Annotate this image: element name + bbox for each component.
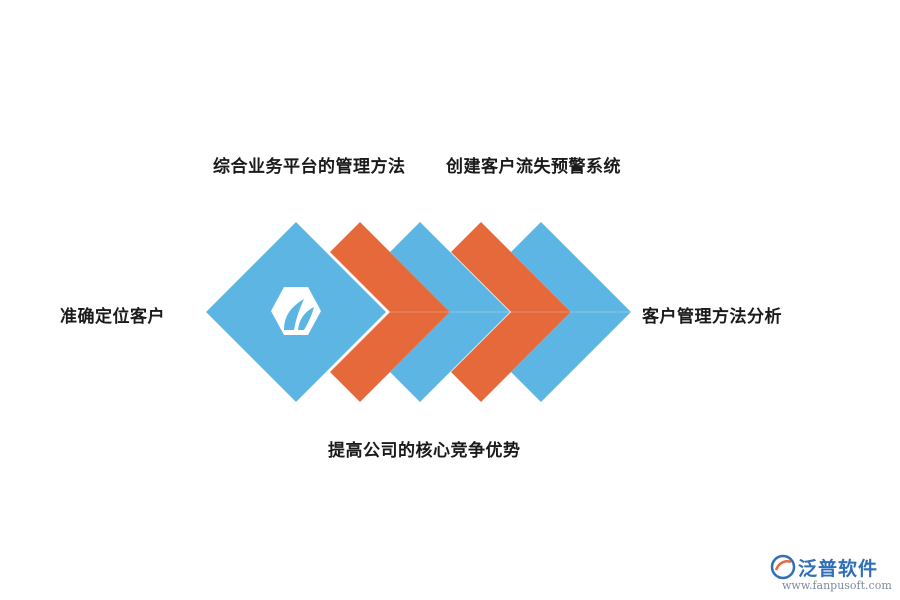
- chevron-4: [511, 222, 631, 402]
- fanpu-logo-icon: [770, 554, 796, 580]
- label-top-right: 创建客户流失预警系统: [446, 157, 621, 177]
- chevron-3: [451, 222, 571, 402]
- label-bottom: 提高公司的核心竞争优势: [328, 441, 521, 461]
- brand-name: 泛普软件: [798, 558, 879, 580]
- company-logo-icon: [271, 287, 321, 335]
- brand-watermark: 泛普软件 www.fanpusoft.com: [770, 552, 895, 597]
- brand-url: www.fanpusoft.com: [782, 579, 892, 592]
- label-top-left: 综合业务平台的管理方法: [213, 157, 406, 177]
- chevron-1: [330, 222, 450, 402]
- label-right: 客户管理方法分析: [642, 307, 782, 327]
- label-left: 准确定位客户: [60, 307, 165, 327]
- chevron-2: [390, 222, 510, 402]
